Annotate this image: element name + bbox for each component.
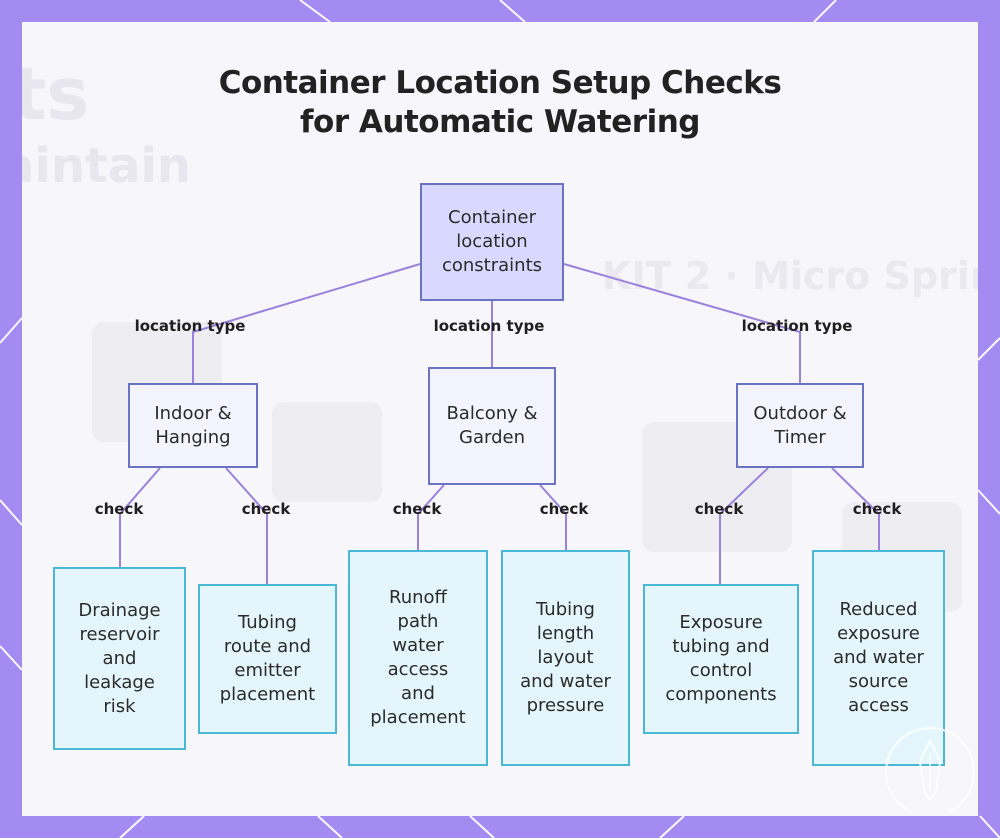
- check-node-3-2: Reduced exposure and water source access: [812, 550, 945, 766]
- edge-root-to-branch-3: [563, 263, 801, 383]
- check-node-1-2: Tubing route and emitter placement: [198, 584, 337, 734]
- edge-branch-2-to-check-2: [539, 484, 567, 550]
- watermark-logo-icon: [885, 727, 974, 812]
- check-node-1-2-label: Tubing route and emitter placement: [219, 612, 316, 705]
- root-node-label: Container location constraints: [441, 207, 543, 276]
- check-node-2-2-label: Tubing length layout and water pressure: [520, 599, 611, 716]
- root-node: Container location constraints: [420, 183, 564, 301]
- edge-label-check: check: [392, 500, 442, 518]
- background-ghost-text: ts: [22, 52, 90, 136]
- branch-node-1: Indoor & Hanging: [128, 383, 258, 468]
- diagram-title: Container Location Setup Checks for Auto…: [218, 65, 782, 140]
- branch-node-1-label: Indoor & Hanging: [154, 402, 232, 448]
- edge-label-location-type: location type: [433, 317, 545, 335]
- edge-label-location-type: location type: [134, 317, 246, 335]
- background-ghost-text: KIT 2 · Micro Sprinkl: [602, 254, 978, 298]
- edge-label-check: check: [694, 500, 744, 518]
- edge-branch-3-to-check-1: [719, 467, 769, 584]
- check-node-2-1-label: Runoff path water access and placement: [370, 587, 466, 728]
- edge-label-check: check: [241, 500, 291, 518]
- edge-label-check: check: [852, 500, 902, 518]
- check-node-1-1-label: Drainage reservoir and leakage risk: [78, 599, 161, 717]
- background-ghost-blob: [272, 402, 382, 502]
- branch-node-3-label: Outdoor & Timer: [753, 402, 847, 448]
- check-node-3-1-label: Exposure tubing and control components: [665, 612, 777, 705]
- background-ghost-text: aintain: [22, 138, 191, 194]
- branch-node-3: Outdoor & Timer: [736, 383, 864, 468]
- edge-branch-2-to-check-1: [417, 484, 445, 550]
- check-node-3-2-label: Reduced exposure and water source access: [833, 599, 924, 716]
- check-node-2-1: Runoff path water access and placement: [348, 550, 488, 766]
- edge-branch-1-to-check-2: [225, 467, 268, 584]
- edge-label-check: check: [539, 500, 589, 518]
- branch-node-2: Balcony & Garden: [428, 367, 556, 485]
- check-node-3-1: Exposure tubing and control components: [643, 584, 799, 734]
- check-node-2-2: Tubing length layout and water pressure: [501, 550, 630, 766]
- edge-branch-1-to-check-1: [119, 467, 161, 567]
- edge-label-check: check: [94, 500, 144, 518]
- branch-node-2-label: Balcony & Garden: [446, 403, 538, 448]
- edge-label-location-type: location type: [741, 317, 853, 335]
- check-node-1-1: Drainage reservoir and leakage risk: [53, 567, 186, 750]
- edge-root-to-branch-1: [192, 263, 421, 383]
- edge-branch-3-to-check-2: [831, 467, 880, 550]
